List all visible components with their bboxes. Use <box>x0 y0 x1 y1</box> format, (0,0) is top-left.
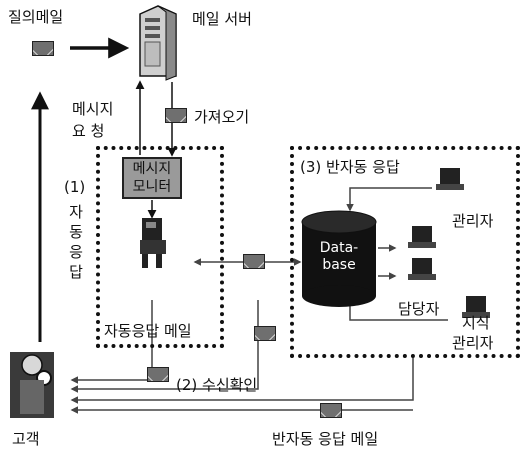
message-request-label-line1: 메시지 <box>72 100 113 118</box>
server-icon <box>140 6 176 80</box>
knowledge-manager-label-line2: 관리자 <box>452 334 493 352</box>
database-label-line2: base <box>300 257 378 274</box>
semi-auto-reply-mail-label: 반자동 응답 메일 <box>272 430 378 448</box>
message-monitor-box: 메시지 모니터 <box>122 157 182 199</box>
message-request-label-line2: 요 청 <box>72 122 104 140</box>
customer-label: 고객 <box>12 430 40 448</box>
auto-reply-vertical-label: 자동응답 <box>66 202 86 282</box>
mail-envelope-icon <box>32 41 54 56</box>
person-icon <box>10 352 54 418</box>
mail-envelope-icon <box>243 254 265 269</box>
monitor-label-line1: 메시지 <box>124 160 180 178</box>
auto-reply-mail-label: 자동응답 메일 <box>104 322 192 340</box>
monitor-label-line2: 모니터 <box>124 178 180 196</box>
mail-server-label: 메일 서버 <box>192 10 252 28</box>
mail-envelope-icon <box>165 108 187 123</box>
admin-label: 관리자 <box>452 212 493 230</box>
semi-auto-reply-label: (3) 반자동 응답 <box>300 158 400 176</box>
mail-envelope-icon <box>147 367 169 382</box>
mail-envelope-icon <box>254 326 276 341</box>
knowledge-manager-label-line1: 지식 <box>462 314 490 332</box>
receipt-confirm-label: (2) 수신확인 <box>176 376 257 394</box>
mail-envelope-icon <box>320 403 342 418</box>
question-mail-label: 질의메일 <box>8 8 63 26</box>
database-label-line1: Data- <box>300 240 378 257</box>
auto-step-number: (1) <box>64 178 85 196</box>
database-label: Data- base <box>300 240 378 274</box>
fetch-label: 가져오기 <box>194 108 249 126</box>
staff-label: 담당자 <box>398 300 439 318</box>
